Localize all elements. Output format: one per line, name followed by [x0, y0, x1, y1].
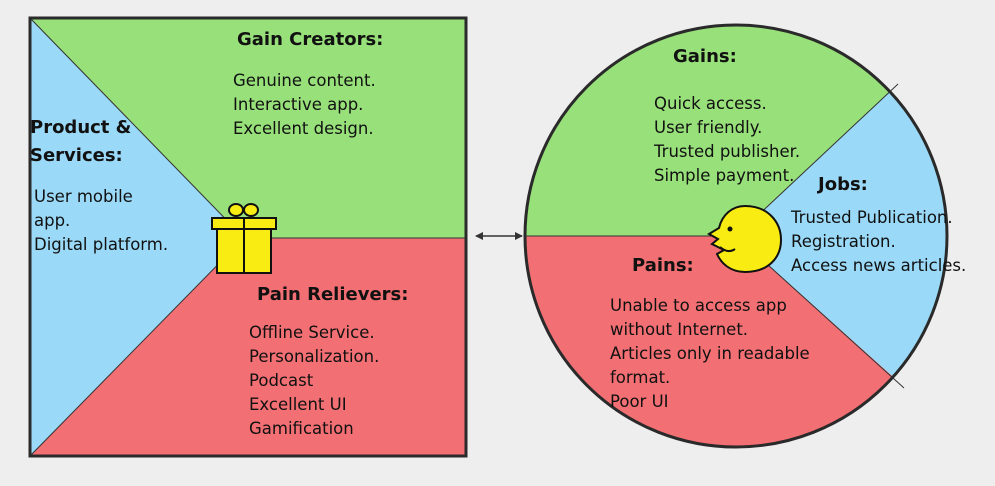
- pains-item: without Internet.: [610, 320, 748, 339]
- pain-relievers-item: Excellent UI: [249, 395, 347, 414]
- jobs-title: Jobs:: [816, 174, 868, 195]
- pain-relievers-region: [30, 238, 466, 456]
- gain-creators-item: Genuine content.: [233, 71, 376, 90]
- value-map-border: [28, 16, 468, 458]
- gain-creators-title: Gain Creators:: [237, 29, 383, 50]
- product-services-item: Digital platform.: [34, 235, 168, 254]
- product-services-item: app.: [34, 211, 70, 230]
- pains-item: Unable to access app: [610, 296, 787, 315]
- gains-item: Quick access.: [654, 94, 767, 113]
- pains-item: Articles only in readable: [610, 344, 810, 363]
- product-services-item: User mobile: [34, 187, 133, 206]
- gain-creators-item: Excellent design.: [233, 119, 374, 138]
- product-services-title: Product &: [30, 117, 131, 138]
- smiley-face-icon: [707, 204, 783, 274]
- jobs-item: Trusted Publication.: [790, 208, 953, 227]
- gains-item: Trusted publisher.: [653, 142, 800, 161]
- customer-profile: Gains: Quick access. User friendly. Trus…: [523, 23, 966, 449]
- gains-item: Simple payment.: [654, 166, 794, 185]
- pain-relievers-item: Gamification: [249, 419, 354, 438]
- product-services-region: [30, 18, 244, 456]
- product-services-title: Services:: [30, 145, 123, 166]
- gift-icon: [211, 203, 277, 274]
- gain-creators-region: [30, 18, 466, 238]
- pain-relievers-item: Personalization.: [249, 347, 379, 366]
- pains-item: format.: [610, 368, 670, 387]
- pain-relievers-title: Pain Relievers:: [257, 284, 408, 305]
- jobs-item: Registration.: [791, 232, 896, 251]
- pains-item: Poor UI: [610, 392, 669, 411]
- pains-title: Pains:: [632, 255, 694, 276]
- jobs-item: Access news articles.: [791, 256, 966, 275]
- customer-profile-border: [523, 23, 949, 449]
- gains-title: Gains:: [673, 46, 737, 67]
- gains-item: User friendly.: [654, 118, 762, 137]
- gain-creators-item: Interactive app.: [233, 95, 363, 114]
- pain-relievers-item: Podcast: [249, 371, 314, 390]
- value-map: Gain Creators: Genuine content. Interact…: [28, 16, 468, 458]
- pain-relievers-item: Offline Service.: [249, 323, 375, 342]
